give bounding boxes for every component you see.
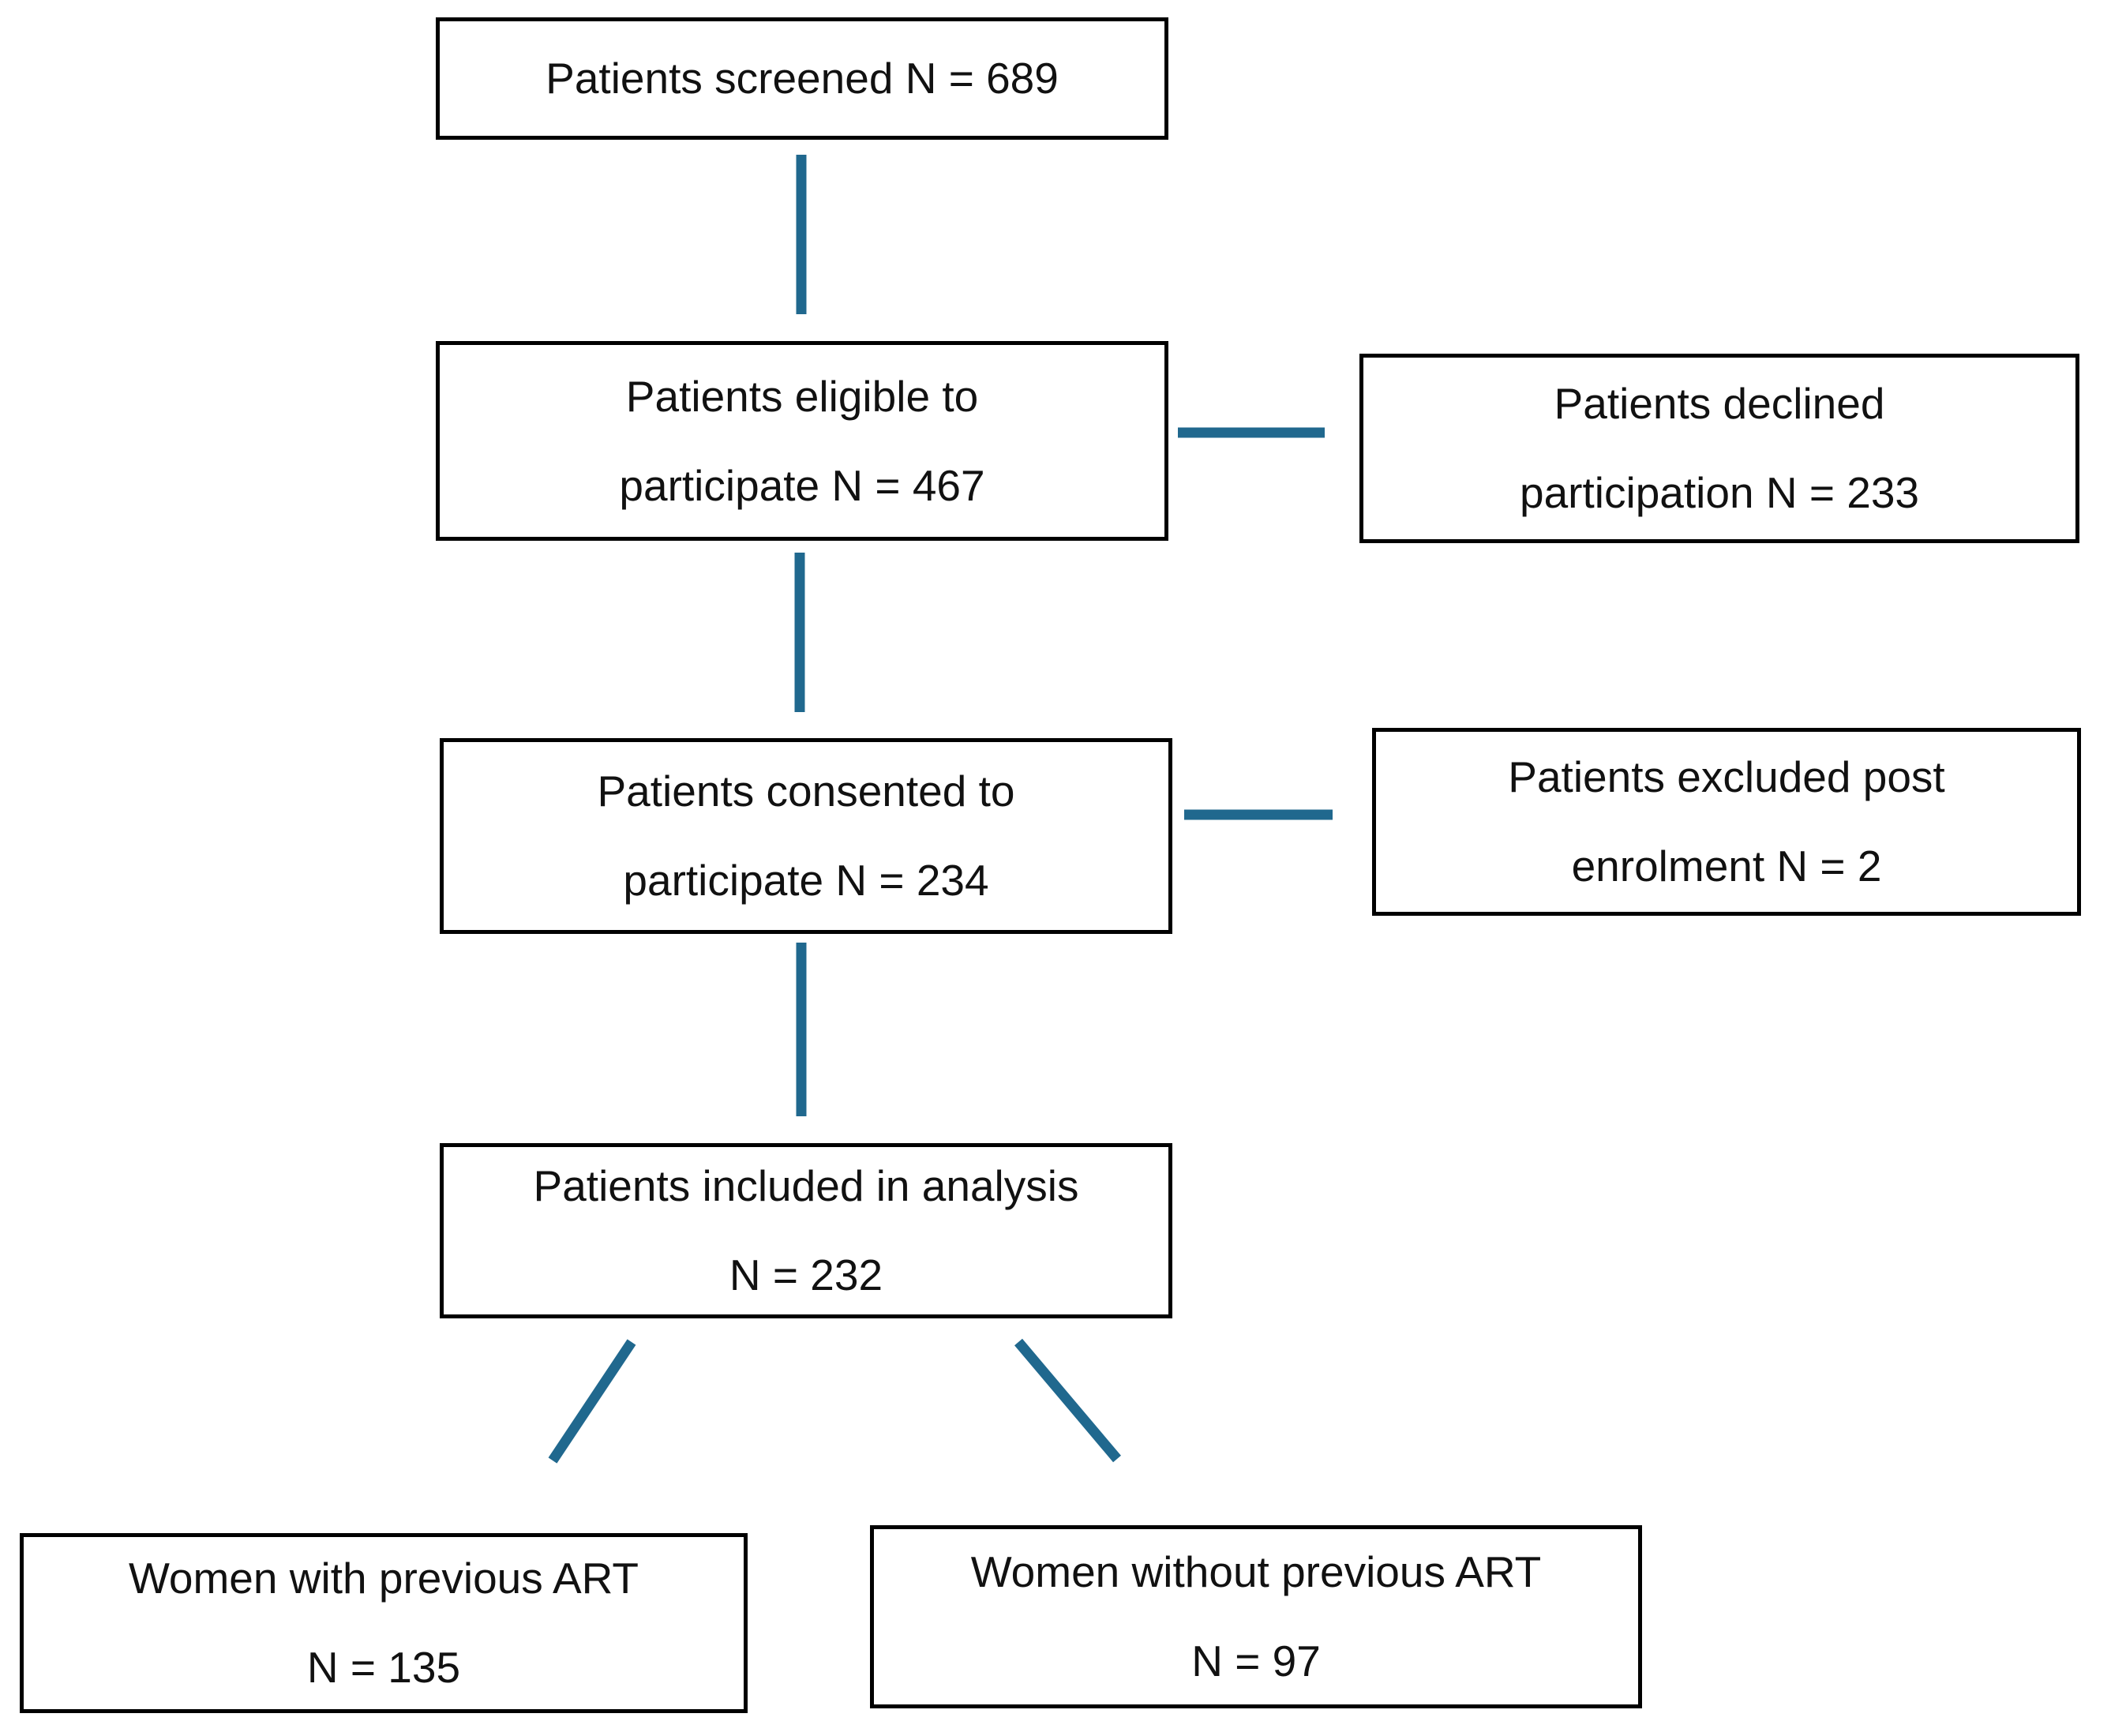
node-label-line: Patients excluded post	[1508, 752, 1945, 802]
node-label-line: Patients declined	[1554, 379, 1885, 429]
node-label-line: Women without previous ART	[970, 1547, 1542, 1597]
node-patients-consented: Patients consented to participate N = 23…	[440, 738, 1172, 934]
node-label-line: Patients consented to	[597, 767, 1015, 816]
node-women-with-previous-art: Women with previous ART N = 135	[20, 1533, 748, 1713]
node-patients-excluded: Patients excluded post enrolment N = 2	[1372, 728, 2081, 916]
node-label-line: Patients screened N = 689	[546, 54, 1059, 103]
node-label-line: Patients eligible to	[625, 371, 979, 421]
node-women-without-previous-art: Women without previous ART N = 97	[870, 1525, 1642, 1708]
node-label-line: N = 232	[729, 1250, 883, 1299]
node-patients-declined: Patients declined participation N = 233	[1359, 354, 2079, 543]
node-patients-eligible: Patients eligible to participate N = 467	[436, 341, 1168, 541]
node-label-line: enrolment N = 2	[1571, 842, 1882, 890]
node-label-line: N = 135	[306, 1643, 461, 1692]
node-label-line: participate N = 467	[619, 460, 985, 510]
arrow-analysis-to-with-art	[548, 1339, 636, 1464]
node-label-line: N = 97	[1191, 1637, 1321, 1685]
arrow-analysis-to-without-art	[1014, 1338, 1121, 1463]
node-label-line: Patients included in analysis	[533, 1161, 1079, 1211]
node-label-line: participation N = 233	[1519, 468, 1919, 517]
node-patients-screened: Patients screened N = 689	[436, 17, 1168, 140]
node-patients-included-analysis: Patients included in analysis N = 232	[440, 1143, 1172, 1318]
node-label-line: Women with previous ART	[128, 1554, 639, 1603]
node-label-line: participate N = 234	[623, 856, 989, 905]
